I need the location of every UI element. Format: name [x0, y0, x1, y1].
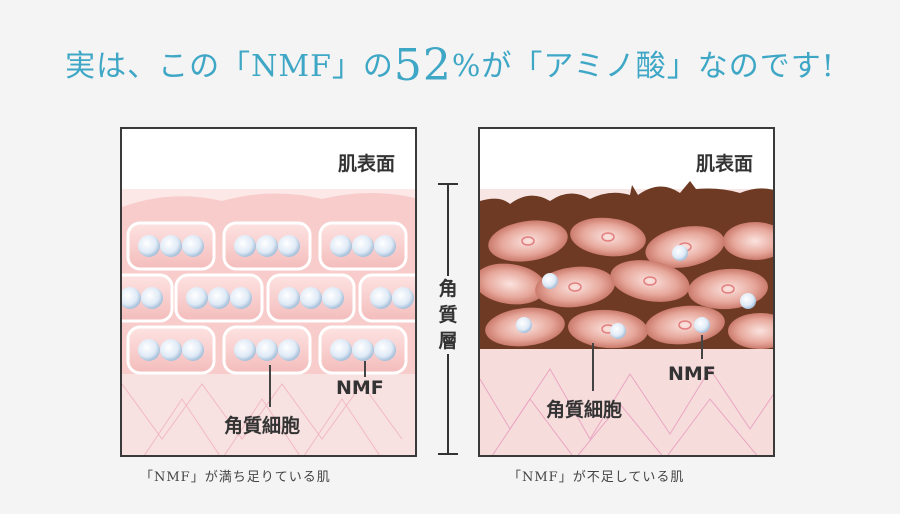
- healthy-skin-caption: 「NMF」が満ち足りている肌: [140, 470, 331, 485]
- nucleus-dots: [521, 232, 735, 334]
- corneocytes: [122, 221, 415, 375]
- nmf-label: NMF: [668, 363, 716, 385]
- skin-surface-label: 肌表面: [337, 153, 395, 175]
- headline: 実は、この「NMF」の52%が「アミノ酸」なのです!: [0, 40, 900, 91]
- headline-part2: %が「アミノ酸」なのです!: [451, 49, 835, 84]
- nmf-molecules: [516, 245, 756, 339]
- stratum-corneum-label: 角質層: [437, 276, 459, 354]
- nmf-molecules: [122, 235, 414, 361]
- nmf-label: NMF: [336, 377, 384, 399]
- healthy-skin-panel: 肌表面 角質細胞 NMF: [120, 127, 417, 457]
- healthy-skin-illustration: [122, 189, 415, 455]
- dry-skin-panel: 肌表面 角質細胞 NMF: [478, 127, 775, 457]
- headline-percent: 52: [393, 40, 452, 91]
- skin-surface-label: 肌表面: [695, 153, 753, 175]
- headline-part1: 実は、この「NMF」の: [65, 49, 394, 84]
- dry-skin-caption: 「NMF」が不足している肌: [508, 470, 685, 485]
- dry-skin-illustration: [480, 181, 773, 455]
- corneocyte-label: 角質細胞: [546, 399, 623, 421]
- corneocyte-label: 角質細胞: [224, 415, 301, 437]
